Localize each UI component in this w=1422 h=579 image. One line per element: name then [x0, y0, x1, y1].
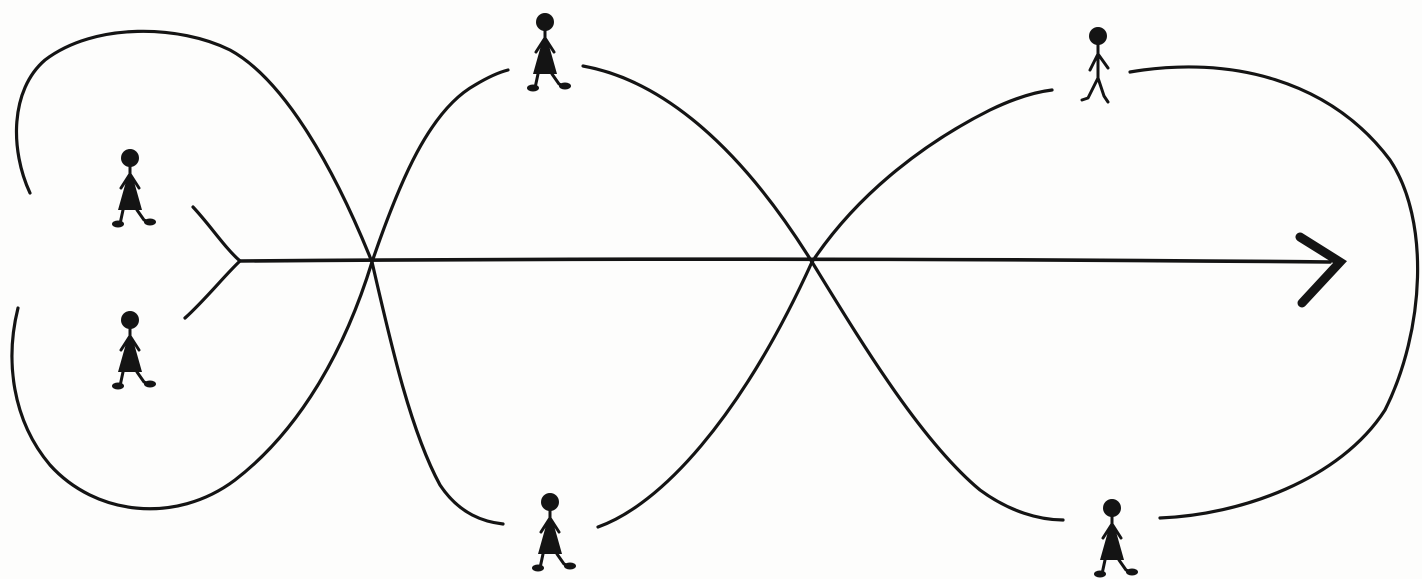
- foot: [112, 221, 124, 228]
- skirt: [533, 42, 557, 74]
- arrow-tail-fork-top: [193, 207, 240, 261]
- walker-left-top: [112, 149, 156, 228]
- left-lobe-top-curve: [16, 31, 372, 262]
- walker-middle-top: [527, 13, 571, 92]
- head: [1103, 499, 1121, 517]
- walker-right-top: [1082, 27, 1108, 102]
- head: [121, 149, 139, 167]
- foot: [1094, 571, 1106, 578]
- head: [536, 13, 554, 31]
- middle-lower-arc-left: [372, 262, 503, 524]
- legs: [1082, 78, 1108, 102]
- walker-middle-bottom: [532, 493, 576, 572]
- right-lobe-top-curve: [1130, 67, 1418, 518]
- head: [121, 311, 139, 329]
- skirt: [118, 340, 142, 372]
- walker-right-bottom: [1094, 499, 1138, 578]
- right-upper-arc-left: [812, 90, 1052, 262]
- walking-person-icon: [1094, 499, 1138, 578]
- head: [1089, 27, 1107, 45]
- walking-person-icon: [1082, 27, 1108, 102]
- arrow-shaft: [240, 259, 1330, 262]
- walking-person-icon: [112, 149, 156, 228]
- head: [541, 493, 559, 511]
- skirt: [118, 178, 142, 210]
- middle-upper-arc-left: [372, 70, 508, 262]
- skirt: [538, 522, 562, 554]
- skirt: [1100, 528, 1124, 560]
- left-lobe-bottom-curve: [12, 262, 372, 509]
- arrow-right-icon: [1300, 237, 1340, 303]
- middle-lower-arc-right: [598, 262, 812, 527]
- foot: [1126, 569, 1138, 576]
- walking-person-icon: [527, 13, 571, 92]
- foot: [144, 381, 156, 388]
- walking-person-icon: [532, 493, 576, 572]
- foot: [527, 85, 539, 92]
- foot: [564, 563, 576, 570]
- foot: [144, 219, 156, 226]
- right-lower-arc: [812, 262, 1063, 520]
- walker-left-bottom: [112, 311, 156, 390]
- foot: [559, 83, 571, 90]
- arrow-tail-fork-bottom: [185, 261, 240, 318]
- walking-person-icon: [112, 311, 156, 390]
- middle-upper-arc-right: [583, 66, 812, 262]
- foot: [532, 565, 544, 572]
- foot: [112, 383, 124, 390]
